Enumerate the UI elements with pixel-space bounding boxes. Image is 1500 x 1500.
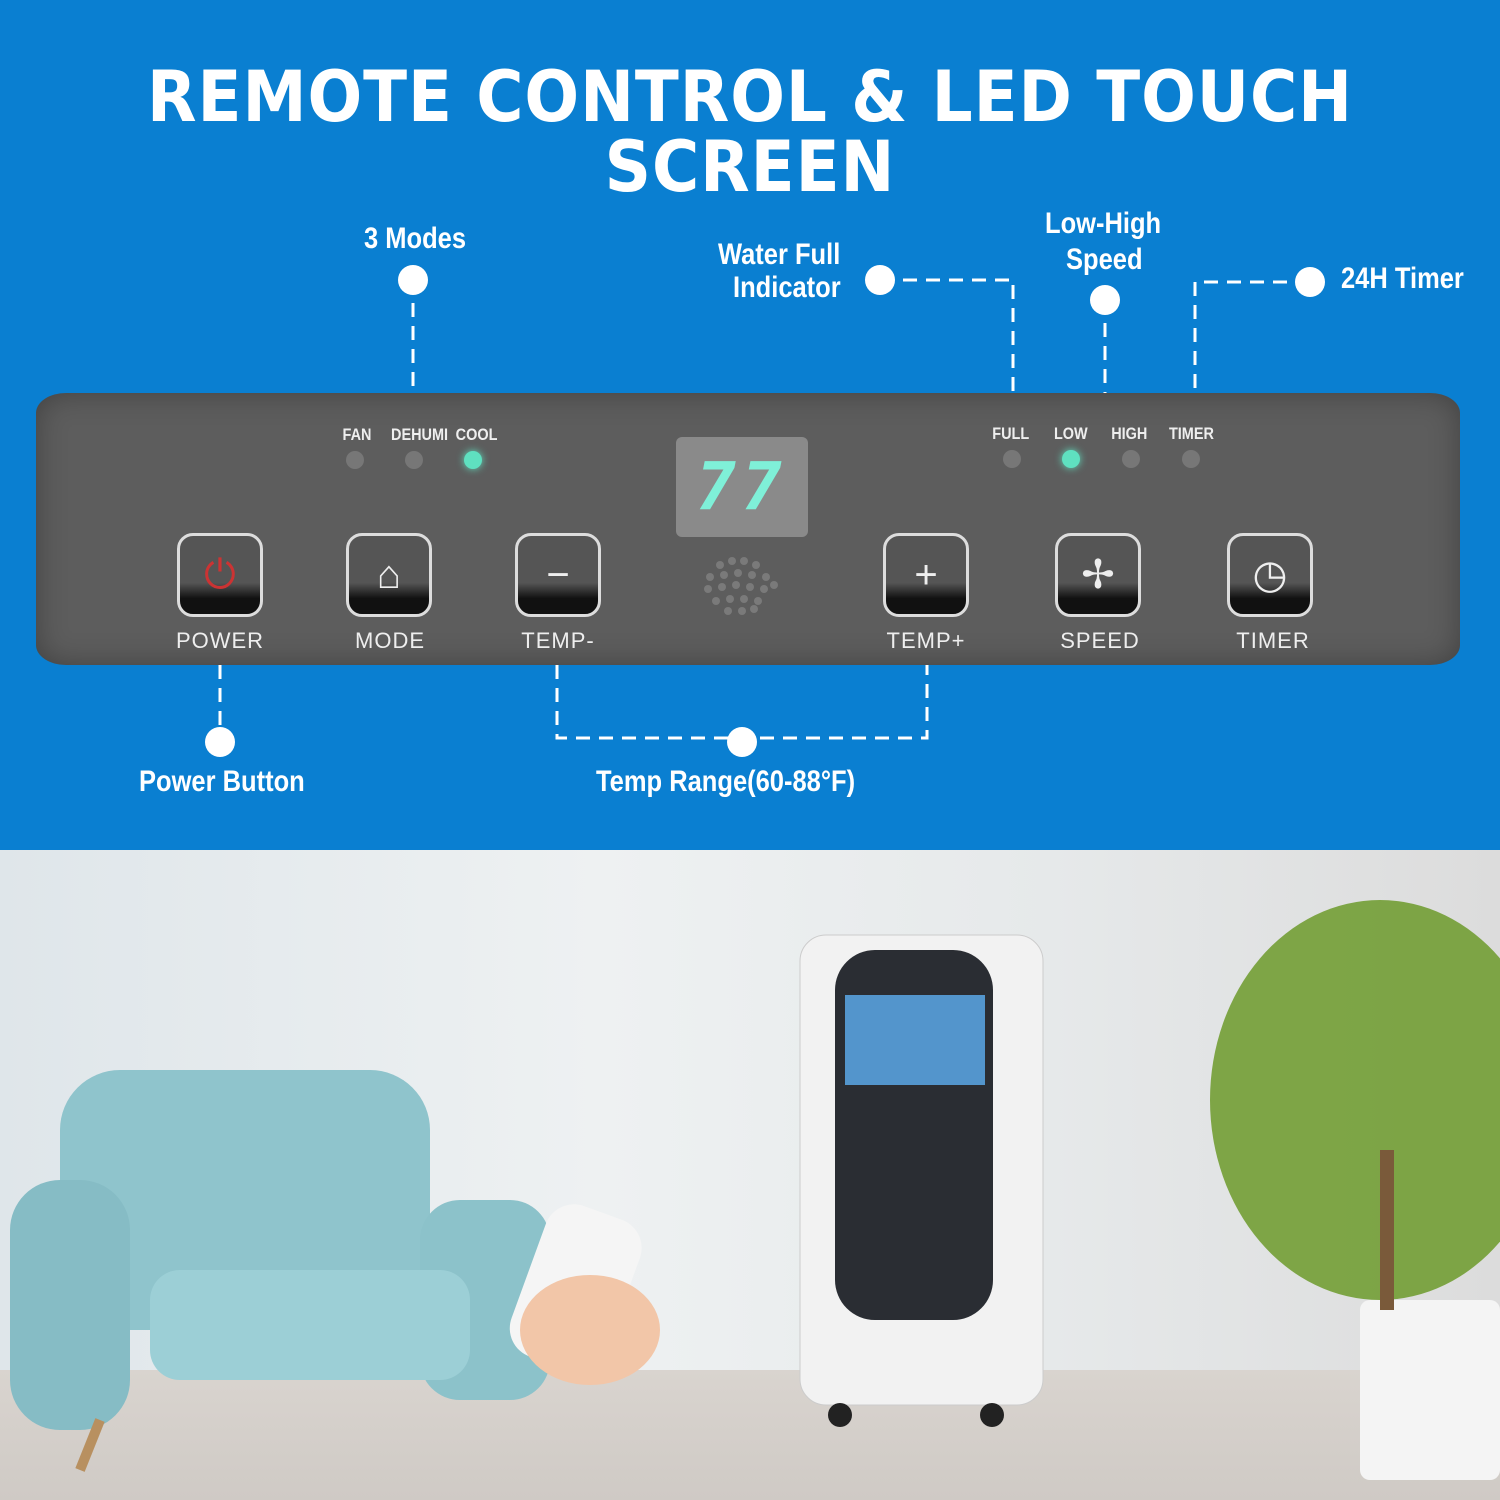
- callout-indicator: Indicator: [733, 271, 841, 304]
- temp-minus-button[interactable]: −: [515, 533, 601, 617]
- page-title: REMOTE CONTROL & LED TOUCH SCREEN: [147, 56, 1353, 208]
- speed-button[interactable]: ✢: [1055, 533, 1141, 617]
- minus-icon: −: [546, 552, 570, 597]
- mode-button-label: MODE: [355, 628, 425, 653]
- callout-power-button: Power Button: [139, 765, 305, 798]
- fan-icon: ✢: [1081, 553, 1115, 597]
- timer-led: [1182, 450, 1200, 468]
- full-led: [1003, 450, 1021, 468]
- callout-temp-range: Temp Range(60-88°F): [596, 765, 856, 798]
- full-indicator-label: FULL: [992, 424, 1030, 443]
- infographic-header: REMOTE CONTROL & LED TOUCH SCREEN 3 Mode…: [36, 56, 1464, 798]
- plus-icon: +: [914, 552, 938, 597]
- callout-3-modes: 3 Modes: [364, 222, 467, 255]
- power-button[interactable]: ⏻: [177, 533, 263, 617]
- fan-led: [346, 451, 364, 469]
- room-illustration: [10, 900, 1500, 1480]
- callout-water-full: Water Full: [718, 238, 841, 271]
- air-conditioner-image: [799, 934, 1044, 1427]
- temperature-display: 77: [676, 437, 808, 537]
- low-led: [1062, 450, 1080, 468]
- timer-indicator-label: TIMER: [1168, 424, 1214, 443]
- clock-icon: ◷: [1252, 553, 1288, 597]
- cool-led: [464, 451, 482, 469]
- room-photo: [0, 850, 1500, 1500]
- speaker-grille-icon: [704, 557, 778, 615]
- remote-hand-image: [509, 1204, 660, 1385]
- temp-plus-label: TEMP+: [886, 628, 966, 653]
- dehumi-led: [405, 451, 423, 469]
- dehumi-indicator-label: DEHUMI: [391, 425, 449, 444]
- home-icon: ⌂: [376, 552, 402, 597]
- fan-indicator-label: FAN: [342, 425, 372, 444]
- timer-button-label: TIMER: [1236, 628, 1310, 653]
- low-indicator-label: LOW: [1053, 424, 1088, 443]
- floor: [0, 1370, 1500, 1500]
- callout-low-high: Low-High: [1045, 207, 1162, 240]
- mode-button[interactable]: ⌂: [346, 533, 432, 617]
- potted-plant-image: [1210, 900, 1500, 1480]
- power-icon: ⏻: [204, 552, 236, 597]
- temp-minus-label: TEMP-: [521, 628, 595, 653]
- callout-24h-timer: 24H Timer: [1341, 262, 1464, 295]
- cool-indicator-label: COOL: [455, 425, 498, 444]
- timer-button[interactable]: ◷: [1227, 533, 1313, 617]
- power-button-label: POWER: [175, 628, 265, 653]
- high-led: [1122, 450, 1140, 468]
- temp-plus-button[interactable]: +: [883, 533, 969, 617]
- armchair-image: [10, 1070, 550, 1472]
- high-indicator-label: HIGH: [1111, 424, 1148, 443]
- callout-speed: Speed: [1066, 243, 1143, 276]
- speed-button-label: SPEED: [1060, 628, 1140, 653]
